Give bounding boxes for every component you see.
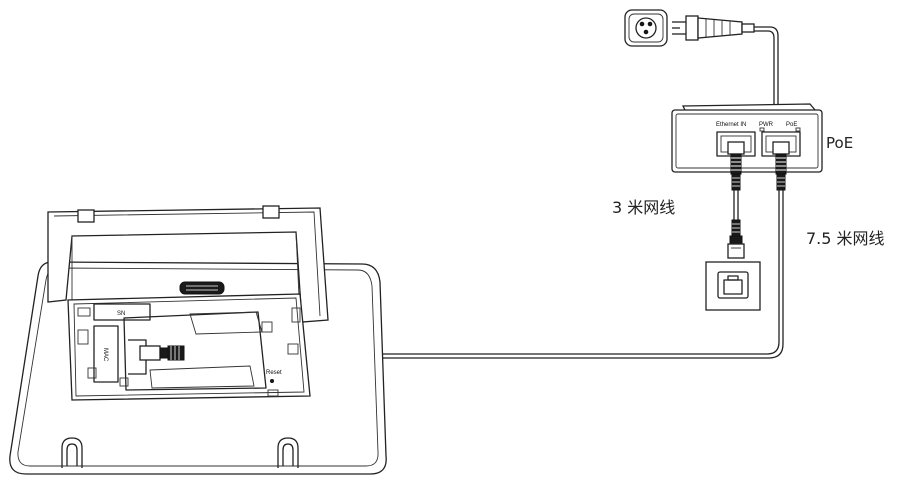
wall-ethernet-jack-icon <box>705 261 761 311</box>
sn-label: SN <box>117 311 125 317</box>
reset-button <box>270 379 274 383</box>
rj45-plug-injector-in <box>727 141 745 191</box>
rj45-plug-injector-out <box>772 141 790 191</box>
cable-3m-label: 3 米网线 <box>612 198 675 217</box>
network-cable-7-5m <box>184 190 784 359</box>
power-cable <box>754 26 779 106</box>
network-cable-3m <box>733 190 739 220</box>
device-stand-frame <box>47 205 329 323</box>
mac-label: MAC <box>102 348 108 362</box>
power-plug-icon <box>672 15 755 41</box>
cable-7-5m-label: 7.5 米网线 <box>806 229 885 248</box>
port-label-pwr: PWR <box>759 122 774 128</box>
poe-label: PoE <box>826 134 853 152</box>
speaker-grille-icon <box>179 281 225 295</box>
device-back-panel: SN MAC Reset <box>67 281 311 401</box>
rj45-plug-wall <box>727 219 745 259</box>
power-outlet-icon <box>624 9 668 47</box>
rj45-plug-device <box>159 345 185 361</box>
port-label-ethernet-in: Ethernet IN <box>716 122 746 128</box>
port-label-poe: PoE <box>786 122 797 128</box>
poe-injector: Ethernet IN PWR PoE <box>671 103 823 173</box>
reset-label: Reset <box>266 370 282 376</box>
